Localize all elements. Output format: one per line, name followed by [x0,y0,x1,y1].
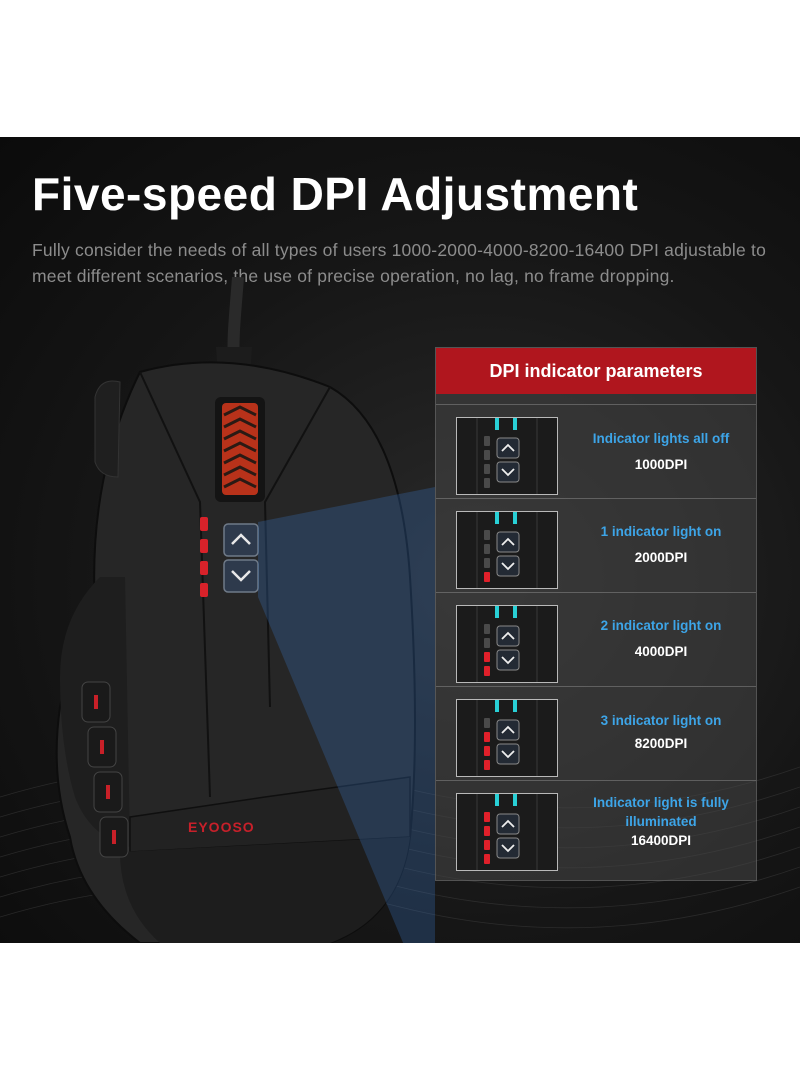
indicator-status: Indicator light is fully illuminated [593,795,729,829]
indicator-status: 3 indicator light on [600,713,722,728]
indicator-status: Indicator lights all off [592,431,730,446]
indicator-status: 2 indicator light on [600,618,722,633]
panel-heading: DPI indicator parameters [436,348,756,394]
led-thumbnail [456,417,558,495]
dpi-indicator-panel: DPI indicator parameters Indicator light… [435,347,757,881]
dpi-value: 2000DPI [634,550,688,565]
dpi-row-2000: 1 indicator light on 2000DPI [436,498,756,591]
page-description: Fully consider the needs of all types of… [32,240,767,286]
brand-logo: EYOOSO [188,819,255,835]
led-indicator-icon [457,794,557,870]
led-thumbnail [456,511,558,589]
page-title: Five-speed DPI Adjustment [32,168,639,220]
dpi-row-1000: Indicator lights all off 1000DPI [436,404,756,497]
dpi-value: 8200DPI [634,736,688,751]
led-thumbnail [456,793,558,871]
gaming-mouse-image [55,277,435,943]
dpi-down-button [223,559,259,593]
indicator-status: 1 indicator light on [600,524,722,539]
dpi-value: 4000DPI [634,644,688,659]
led-indicator-icon [457,700,557,776]
dpi-led-strip [200,517,208,597]
light-beam [258,487,435,943]
dpi-row-4000: 2 indicator light on 4000DPI [436,592,756,685]
led-indicator-icon [457,606,557,682]
led-thumbnail [456,605,558,683]
led-thumbnail [456,699,558,777]
dpi-value: 1000DPI [634,457,688,472]
dpi-row-16400: Indicator light is fully illuminated 164… [436,780,756,873]
led-indicator-icon [457,512,557,588]
led-indicator-icon [457,418,557,494]
dpi-up-button [223,523,259,557]
product-banner: Five-speed DPI Adjustment Fully consider… [0,137,800,943]
dpi-row-8200: 3 indicator light on 8200DPI [436,686,756,779]
dpi-value: 16400DPI [630,833,692,848]
